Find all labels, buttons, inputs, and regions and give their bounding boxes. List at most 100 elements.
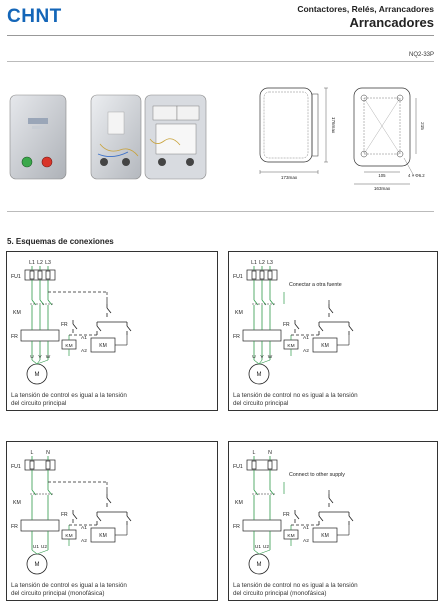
km-box-label: KM [321, 343, 329, 349]
section-divider [7, 211, 434, 212]
coil-label: KM [65, 343, 72, 349]
brand-logo: CHNT [7, 6, 62, 27]
fuse [29, 460, 35, 470]
coil-terminal-a1: A1 [303, 525, 309, 531]
start-button [318, 325, 324, 332]
thermal-relay-block [20, 329, 60, 342]
fuse-label: FU1 [233, 274, 243, 280]
motor-lead [36, 359, 49, 365]
coil-terminal-a2: A2 [81, 538, 87, 544]
motor-lead [258, 549, 271, 555]
fuse [251, 270, 257, 280]
fr-contact [72, 323, 78, 330]
page-title: Arrancadores [349, 15, 434, 30]
fuse-label: FU1 [233, 464, 243, 470]
motor-lead [31, 549, 38, 555]
coil-terminal-a2: A2 [303, 348, 309, 354]
start-button [96, 325, 102, 332]
caption-line: del circuito principal (monofásica) [233, 590, 327, 597]
phase-label: L2 [37, 260, 43, 266]
caption-line: La tensión de control es igual a la tens… [11, 392, 127, 399]
phase-label: L [31, 450, 34, 456]
fuse [29, 270, 35, 280]
contactor-label: KM [235, 500, 243, 506]
motor-lead [258, 359, 263, 365]
hold-contact [126, 515, 132, 522]
front-height-label: 176max [331, 117, 336, 134]
coil-label: KM [287, 533, 294, 539]
phase-label: L2 [259, 260, 265, 266]
coil-label: KM [65, 533, 72, 539]
header-subtitle: Contactores, Relés, Arrancadores [297, 4, 434, 14]
back-inner-width-label: 105 [378, 173, 386, 178]
hold-contact [348, 515, 354, 522]
output-label: U2 [263, 544, 269, 550]
fuse [37, 270, 43, 280]
fuse [259, 270, 265, 280]
motor-label: M [35, 562, 40, 568]
dimension-drawing-back: 215 105 4 × Φ6.2 163max [353, 87, 425, 191]
starter-photo-open [90, 94, 207, 180]
contactor-label: KM [13, 310, 21, 316]
km-box-label: KM [321, 533, 329, 539]
starter-photo-closed [9, 94, 67, 180]
motor-lead [253, 549, 260, 555]
fr-contact [72, 513, 78, 520]
motor-lead [36, 359, 41, 365]
fuse-block [24, 459, 56, 471]
stop-button [106, 497, 112, 504]
fuse-label: FU1 [11, 464, 21, 470]
back-height-label: 215 [420, 122, 425, 130]
coil-terminal-a1: A1 [303, 335, 309, 341]
main-contact [31, 299, 37, 306]
start-button [96, 515, 102, 522]
phase-label: L [253, 450, 256, 456]
back-width-label: 163max [374, 186, 391, 191]
main-contact [31, 489, 37, 496]
thermal-relay-block [242, 519, 282, 532]
fr-contact [294, 323, 300, 330]
stop-button [328, 307, 334, 314]
output-label: V [38, 354, 42, 360]
fuse [267, 460, 273, 470]
phase-label: N [46, 450, 50, 456]
thermal-relay-block [242, 329, 282, 342]
phase-label: L3 [267, 260, 273, 266]
phase-label: N [268, 450, 272, 456]
motor-lead [253, 359, 260, 365]
output-label: U1 [33, 544, 39, 550]
km-box-label: KM [99, 533, 107, 539]
fuse [45, 270, 51, 280]
phase-label: L1 [29, 260, 35, 266]
stop-button [328, 497, 334, 504]
caption-line: del circuito principal (monofásica) [11, 590, 105, 597]
fr-control-label: FR [283, 322, 290, 328]
motor-lead [36, 549, 49, 555]
motor-lead [31, 359, 38, 365]
header-divider [7, 35, 434, 36]
caption-line: La tensión de control no es igual a la t… [233, 582, 358, 589]
hold-contact [126, 325, 132, 332]
section-title: 5. Esquemas de conexiones [7, 237, 114, 246]
km-box-label: KM [99, 343, 107, 349]
output-label: U2 [41, 544, 47, 550]
diagram-caption: La tensión de control no es igual a la t… [233, 582, 358, 598]
dimension-drawing-front: 176max 173max [259, 87, 336, 180]
output-label: W [268, 354, 273, 360]
contactor-label: KM [13, 500, 21, 506]
phase-label: L3 [45, 260, 51, 266]
output-label: U1 [255, 544, 261, 550]
fuse-block [246, 459, 278, 471]
hold-contact [348, 325, 354, 332]
diagram-caption: La tensión de control es igual a la tens… [11, 392, 127, 408]
coil-terminal-a1: A1 [81, 335, 87, 341]
fr-control-label: FR [61, 322, 68, 328]
output-label: U [30, 354, 34, 360]
fr-control-label: FR [283, 512, 290, 518]
